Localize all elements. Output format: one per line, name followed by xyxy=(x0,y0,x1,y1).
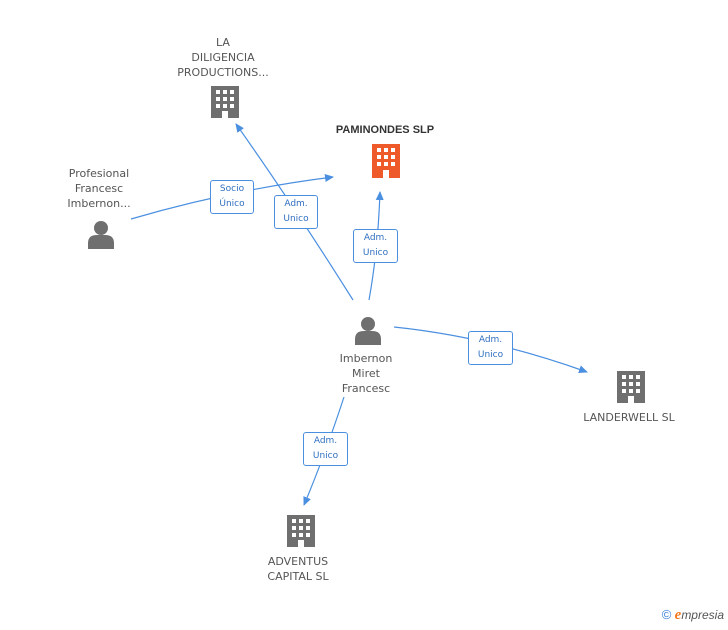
brand-footer[interactable]: © empresia xyxy=(662,607,724,624)
edge-label-adm-landerwell[interactable]: Adm. Unico xyxy=(468,331,513,365)
node-label-landerwell[interactable]: LANDERWELL SL xyxy=(583,411,675,424)
node-label-la-diligencia[interactable]: LA DILIGENCIA PRODUCTIONS... xyxy=(177,36,269,79)
brand-logo-text: mpresia xyxy=(681,608,724,622)
edge-label-adm-adventus[interactable]: Adm. Unico xyxy=(303,432,348,466)
node-label-imbernon[interactable]: Imbernon Miret Francesc xyxy=(339,352,393,395)
copyright-icon: © xyxy=(661,607,672,622)
building-icon-main[interactable] xyxy=(372,144,400,178)
node-label-profesional[interactable]: Profesional Francesc Imbernon... xyxy=(67,167,131,210)
building-icon[interactable] xyxy=(617,371,645,403)
building-icon[interactable] xyxy=(211,86,239,118)
edge-label-adm-paminondes[interactable]: Adm. Unico xyxy=(353,229,398,263)
person-icon[interactable] xyxy=(355,317,381,345)
brand-logo-initial: e xyxy=(674,607,682,623)
edge-label-adm-la-diligencia[interactable]: Adm. Unico xyxy=(274,195,318,229)
node-label-adventus[interactable]: ADVENTUS CAPITAL SL xyxy=(267,555,329,583)
node-label-paminondes[interactable]: PAMINONDES SLP xyxy=(335,124,435,136)
person-icon[interactable] xyxy=(88,221,114,249)
edge-label-socio-unico[interactable]: Socio Único xyxy=(210,180,254,214)
building-icon[interactable] xyxy=(287,515,315,547)
